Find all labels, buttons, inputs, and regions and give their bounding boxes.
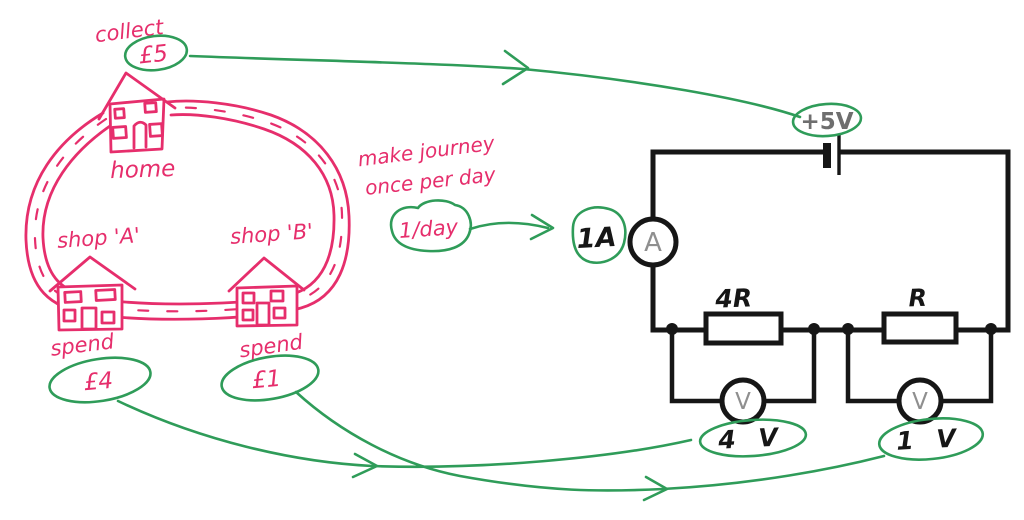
journey-rate-note: make journey once per day 1/day xyxy=(356,131,498,253)
arrowhead xyxy=(529,213,555,241)
shop-b-window xyxy=(269,289,285,303)
shop-a-label: shop 'A' xyxy=(56,223,140,253)
home-window xyxy=(113,107,126,120)
voltmeter-right xyxy=(896,377,944,425)
voltmeter-left-reading-ellipse xyxy=(698,418,808,458)
shop-b-window xyxy=(241,308,255,322)
road-inner-edge xyxy=(41,113,336,306)
voltmeter-left-branch xyxy=(669,327,817,404)
arrow-spend-a-to-voltmeter-left xyxy=(116,399,693,469)
arrow-rate-to-current xyxy=(468,221,550,231)
junction-dot xyxy=(842,323,854,335)
home-label: home xyxy=(110,156,176,184)
spend-b-amount: £1 xyxy=(251,366,282,394)
collect-annotation: collect £5 xyxy=(94,15,189,72)
resistor-left xyxy=(703,311,784,346)
battery-voltage-label: +5V xyxy=(800,109,853,135)
wire-top-right-and-right xyxy=(837,149,1011,333)
voltmeter-left-letter: V xyxy=(735,389,751,415)
shop-a-window xyxy=(62,308,77,323)
battery-symbol xyxy=(823,134,841,175)
arrowhead xyxy=(642,475,669,502)
shop-b-label: shop 'B' xyxy=(229,219,314,249)
voltmeter-right-reading-ellipse xyxy=(877,417,985,461)
road-center-dashes xyxy=(33,106,344,313)
arrowhead xyxy=(501,49,530,86)
shop-a-door xyxy=(80,306,98,331)
circuit: +5V A 1A 4R R V V 4 V 1 V xyxy=(571,102,1011,461)
home-roof xyxy=(97,71,177,121)
home-house: home xyxy=(97,71,177,184)
junction-dot xyxy=(808,323,820,335)
shop-a-window xyxy=(63,290,83,304)
ammeter-letter: A xyxy=(644,228,662,258)
arrow-spend-b-to-voltmeter-right xyxy=(294,390,886,492)
journey-rate-blob xyxy=(389,199,473,253)
shop-a-house: shop 'A' spend xyxy=(48,223,141,361)
voltmeter-left-reading: 4 V xyxy=(717,422,786,454)
shop-a-window xyxy=(100,310,116,325)
home-window xyxy=(148,122,164,138)
arrow-collect-to-battery xyxy=(188,54,802,119)
shop-b-roof xyxy=(227,256,306,293)
voltmeter-right-branch xyxy=(845,327,994,404)
junction-dot xyxy=(666,323,678,335)
collect-amount-ellipse xyxy=(123,34,189,72)
current-value: 1A xyxy=(576,222,617,255)
spend-a-ellipse xyxy=(48,356,152,404)
home-window xyxy=(143,101,158,114)
shop-a-roof xyxy=(48,255,137,293)
battery-voltage-ellipse xyxy=(791,102,863,138)
home-door xyxy=(132,120,148,150)
journey-rate-value: 1/day xyxy=(398,215,459,243)
arrowhead xyxy=(351,452,379,479)
spend-a-label: spend xyxy=(49,329,116,361)
shop-b-window xyxy=(272,306,287,320)
voltmeter-right-reading: 1 V xyxy=(896,423,964,455)
analogy-arrows xyxy=(116,49,886,502)
spend-a-amount: £4 xyxy=(83,368,114,396)
resistor-right xyxy=(881,311,959,345)
current-blob xyxy=(571,206,627,264)
shop-b-door xyxy=(255,301,271,327)
voltmeter-right-letter: V xyxy=(912,389,928,415)
wire-left-and-top xyxy=(650,149,826,333)
collect-amount: £5 xyxy=(137,41,169,70)
junction-dot xyxy=(985,323,997,335)
ammeter xyxy=(627,216,679,268)
spend-b-ellipse xyxy=(220,354,320,402)
shop-b-window xyxy=(241,291,256,305)
resistor-right-label: R xyxy=(908,284,927,313)
home-window xyxy=(111,125,128,140)
resistor-left-label: 4R xyxy=(714,283,753,313)
shop-a-window xyxy=(94,288,117,302)
